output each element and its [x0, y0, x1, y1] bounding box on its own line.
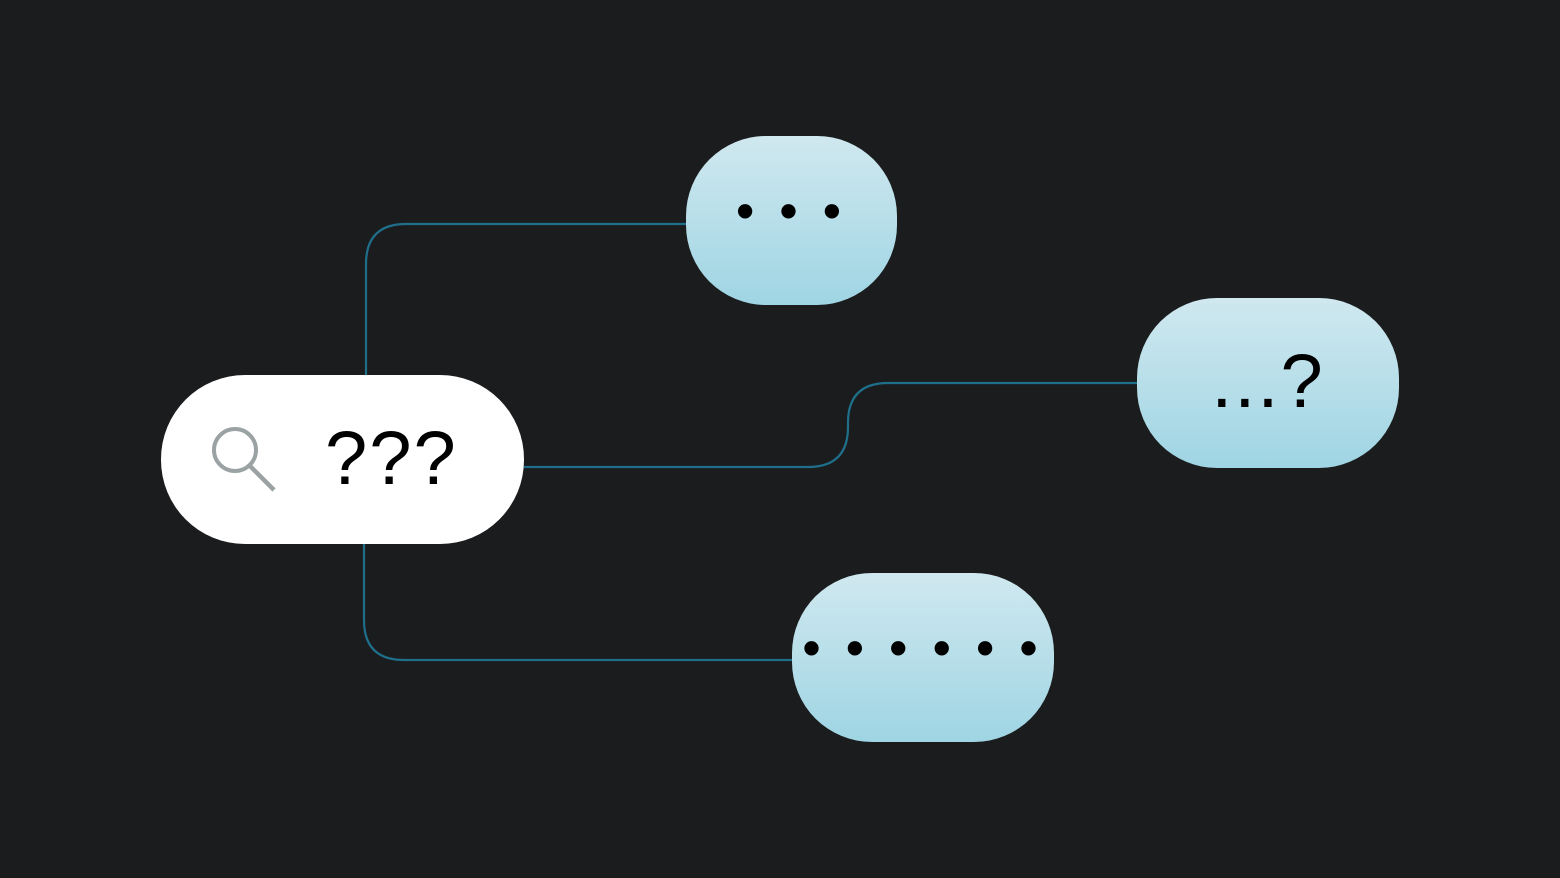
result-node-bottom[interactable]: • • • • • •: [792, 573, 1054, 742]
result-node-right[interactable]: ...?: [1137, 298, 1399, 468]
result-node-top[interactable]: • • •: [686, 136, 897, 305]
connector-to-top-node: [364, 222, 686, 375]
search-query-pill[interactable]: ???: [161, 375, 524, 544]
result-node-top-label: • • •: [736, 182, 847, 239]
result-node-right-label: ...?: [1211, 339, 1325, 424]
connector-to-bottom-node: [362, 544, 792, 662]
result-node-bottom-label: • • • • • •: [802, 619, 1044, 676]
connector-to-right-node: [524, 381, 1137, 469]
search-query-text: ???: [325, 415, 458, 501]
search-icon: [212, 426, 276, 492]
